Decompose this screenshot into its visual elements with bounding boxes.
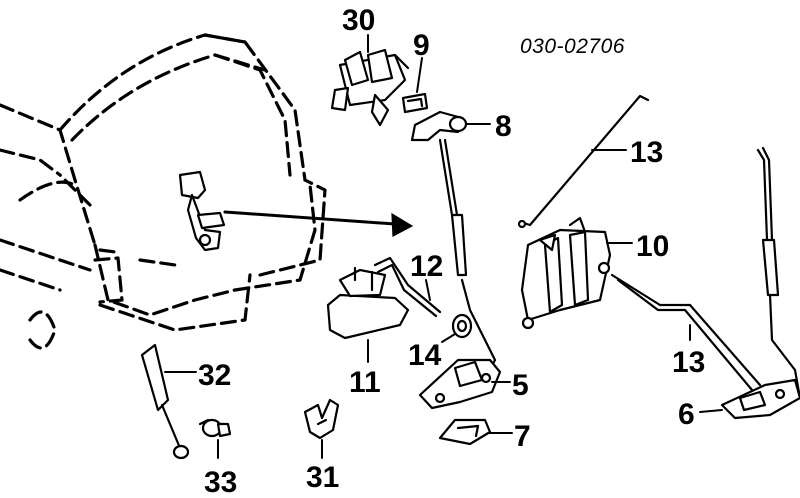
callout-6: 6 bbox=[678, 398, 695, 431]
callout-12: 12 bbox=[410, 250, 443, 283]
leader-9 bbox=[416, 57, 423, 93]
part-13-rod-upper bbox=[517, 94, 650, 229]
part-10-actuator bbox=[520, 216, 612, 330]
part-8-rod bbox=[410, 110, 497, 372]
callout-13-upper: 13 bbox=[630, 136, 663, 169]
part-30-module bbox=[330, 48, 410, 127]
callout-31: 31 bbox=[306, 461, 339, 494]
callout-33: 33 bbox=[204, 466, 237, 498]
leader-6 bbox=[699, 409, 723, 413]
part-7-striker bbox=[438, 418, 492, 446]
part-6-latch bbox=[720, 146, 800, 420]
leader-12 bbox=[425, 279, 431, 301]
part-13-rod-lower bbox=[610, 273, 762, 392]
callout-32: 32 bbox=[198, 359, 231, 392]
diagram-code: 030-02706 bbox=[520, 35, 625, 58]
vehicle-latch-location bbox=[178, 170, 226, 252]
callout-8: 8 bbox=[495, 110, 512, 143]
part-11-handle bbox=[326, 266, 410, 340]
location-arrow bbox=[223, 210, 414, 237]
callout-11: 11 bbox=[349, 366, 381, 399]
callout-30: 30 bbox=[342, 4, 375, 37]
callout-5: 5 bbox=[512, 369, 529, 402]
part-33-bolt bbox=[198, 418, 232, 438]
leader-14 bbox=[441, 333, 456, 343]
callout-13-lower: 13 bbox=[672, 346, 705, 379]
part-31-bracket bbox=[303, 398, 340, 440]
part-9-clip bbox=[401, 92, 429, 114]
callout-9: 9 bbox=[413, 29, 430, 62]
part-32-strut bbox=[140, 343, 190, 460]
vehicle-body-outline bbox=[0, 33, 327, 350]
callout-14: 14 bbox=[408, 339, 442, 372]
callout-10: 10 bbox=[636, 230, 669, 263]
callout-7: 7 bbox=[514, 420, 531, 453]
part-14-grommet bbox=[451, 313, 473, 339]
part-12-rod bbox=[373, 256, 442, 318]
